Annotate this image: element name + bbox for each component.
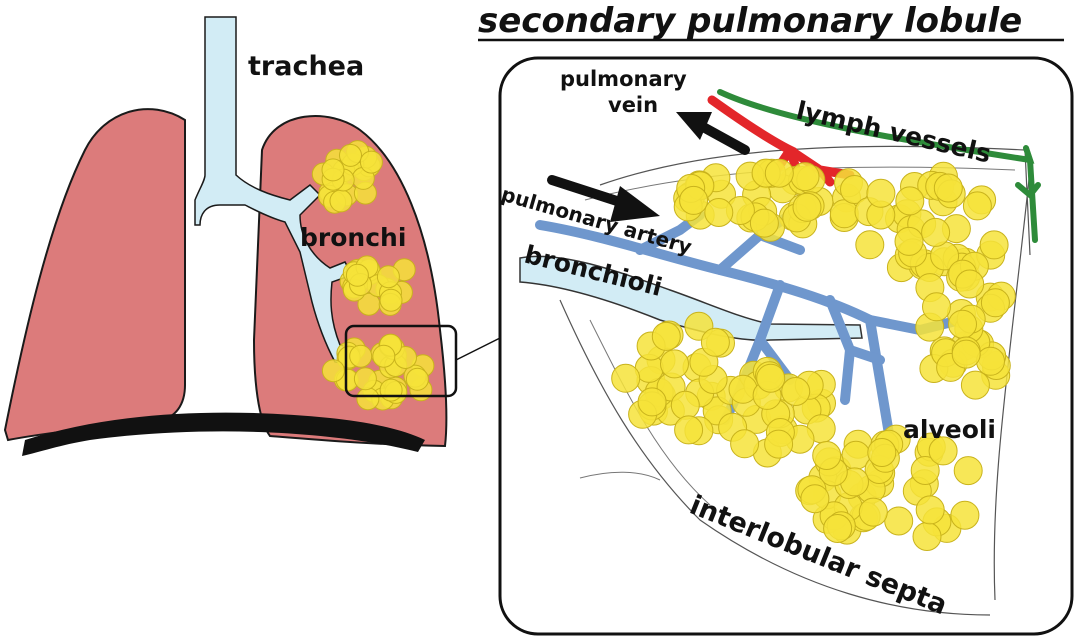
lobule-panel: secondary pulmonary lobule pulmonar: [478, 1, 1074, 636]
alveolus: [321, 158, 345, 182]
alveolus: [812, 441, 842, 470]
alveolus: [379, 378, 403, 402]
alveolus: [829, 199, 859, 229]
alveolus: [749, 208, 779, 238]
alveolus: [915, 495, 945, 525]
alveolus: [980, 288, 1010, 318]
label-alveoli: alveoli: [903, 415, 996, 444]
label-bronchi: bronchi: [300, 223, 406, 252]
alveolus: [781, 377, 811, 406]
alveolus: [855, 230, 885, 260]
lung-alveoli-clusters: [311, 140, 435, 411]
alveolus: [670, 390, 700, 420]
alveolus: [376, 265, 400, 289]
alveolus: [894, 226, 924, 256]
alveolus: [660, 349, 689, 379]
alveolus: [955, 269, 985, 299]
lobule-alveoli-clusters: [611, 158, 1016, 551]
alveolus: [933, 173, 963, 203]
alveolus: [922, 292, 951, 322]
artery-arrow: [547, 175, 625, 207]
alveolus: [379, 288, 403, 312]
alveolus: [953, 456, 983, 486]
alveolus: [962, 191, 992, 221]
alveolus: [372, 344, 396, 368]
alveolus: [910, 456, 940, 485]
alveolus: [950, 500, 980, 530]
alveolus: [359, 150, 383, 174]
alveolus: [979, 230, 1009, 260]
left-lung: [3, 108, 186, 442]
label-pulmonary-vein-2: vein: [608, 93, 658, 117]
alveolus: [951, 339, 981, 369]
bronchiole: [519, 255, 863, 342]
alveolus: [700, 327, 730, 357]
panel-title: secondary pulmonary lobule: [478, 1, 1022, 41]
alveolus: [928, 436, 958, 466]
alveolus: [921, 217, 951, 247]
artery-arrowhead: [610, 186, 660, 222]
lungs-illustration: trachea bronchi: [3, 16, 501, 456]
alveolus: [728, 374, 758, 404]
alveolus: [356, 387, 380, 411]
alveolus: [976, 346, 1005, 376]
alveolus: [866, 178, 896, 208]
alveolus: [756, 363, 786, 393]
alveolus: [704, 198, 734, 227]
lymph-vessel: [717, 89, 1041, 243]
alveolus: [345, 263, 369, 287]
alveolus: [948, 309, 977, 339]
alveolus: [405, 367, 429, 391]
alveolus: [912, 522, 942, 551]
alveolus: [349, 344, 373, 368]
zoom-box: [344, 324, 458, 398]
alveolus: [858, 497, 888, 527]
alveolus: [790, 162, 820, 192]
vein-arrow: [700, 123, 750, 155]
alveolus: [800, 484, 830, 514]
diaphragm: [22, 412, 425, 456]
alveolus: [637, 387, 667, 417]
alveolus: [611, 363, 641, 393]
alveolus: [895, 186, 925, 216]
vein-arrowhead: [676, 112, 712, 140]
alveolus: [651, 321, 681, 351]
alveolus: [339, 143, 362, 167]
alveolus: [353, 367, 377, 391]
label-trachea: trachea: [248, 51, 364, 82]
trachea: [194, 16, 361, 366]
alveolus: [329, 189, 353, 213]
label-pulmonary-vein-1: pulmonary: [560, 67, 687, 91]
alveolus: [764, 429, 794, 459]
zoom-connector: [455, 337, 501, 361]
alveolus: [792, 192, 822, 222]
alveolus: [674, 415, 704, 445]
alveolus: [764, 158, 794, 188]
alveolus: [867, 438, 897, 467]
pulmonary-vein: [707, 95, 855, 187]
alveolus: [884, 506, 914, 536]
alveolus: [960, 370, 990, 400]
alveolus: [823, 514, 853, 543]
alveolus: [679, 185, 709, 215]
alveolus: [730, 429, 760, 459]
alveolus: [321, 359, 345, 383]
